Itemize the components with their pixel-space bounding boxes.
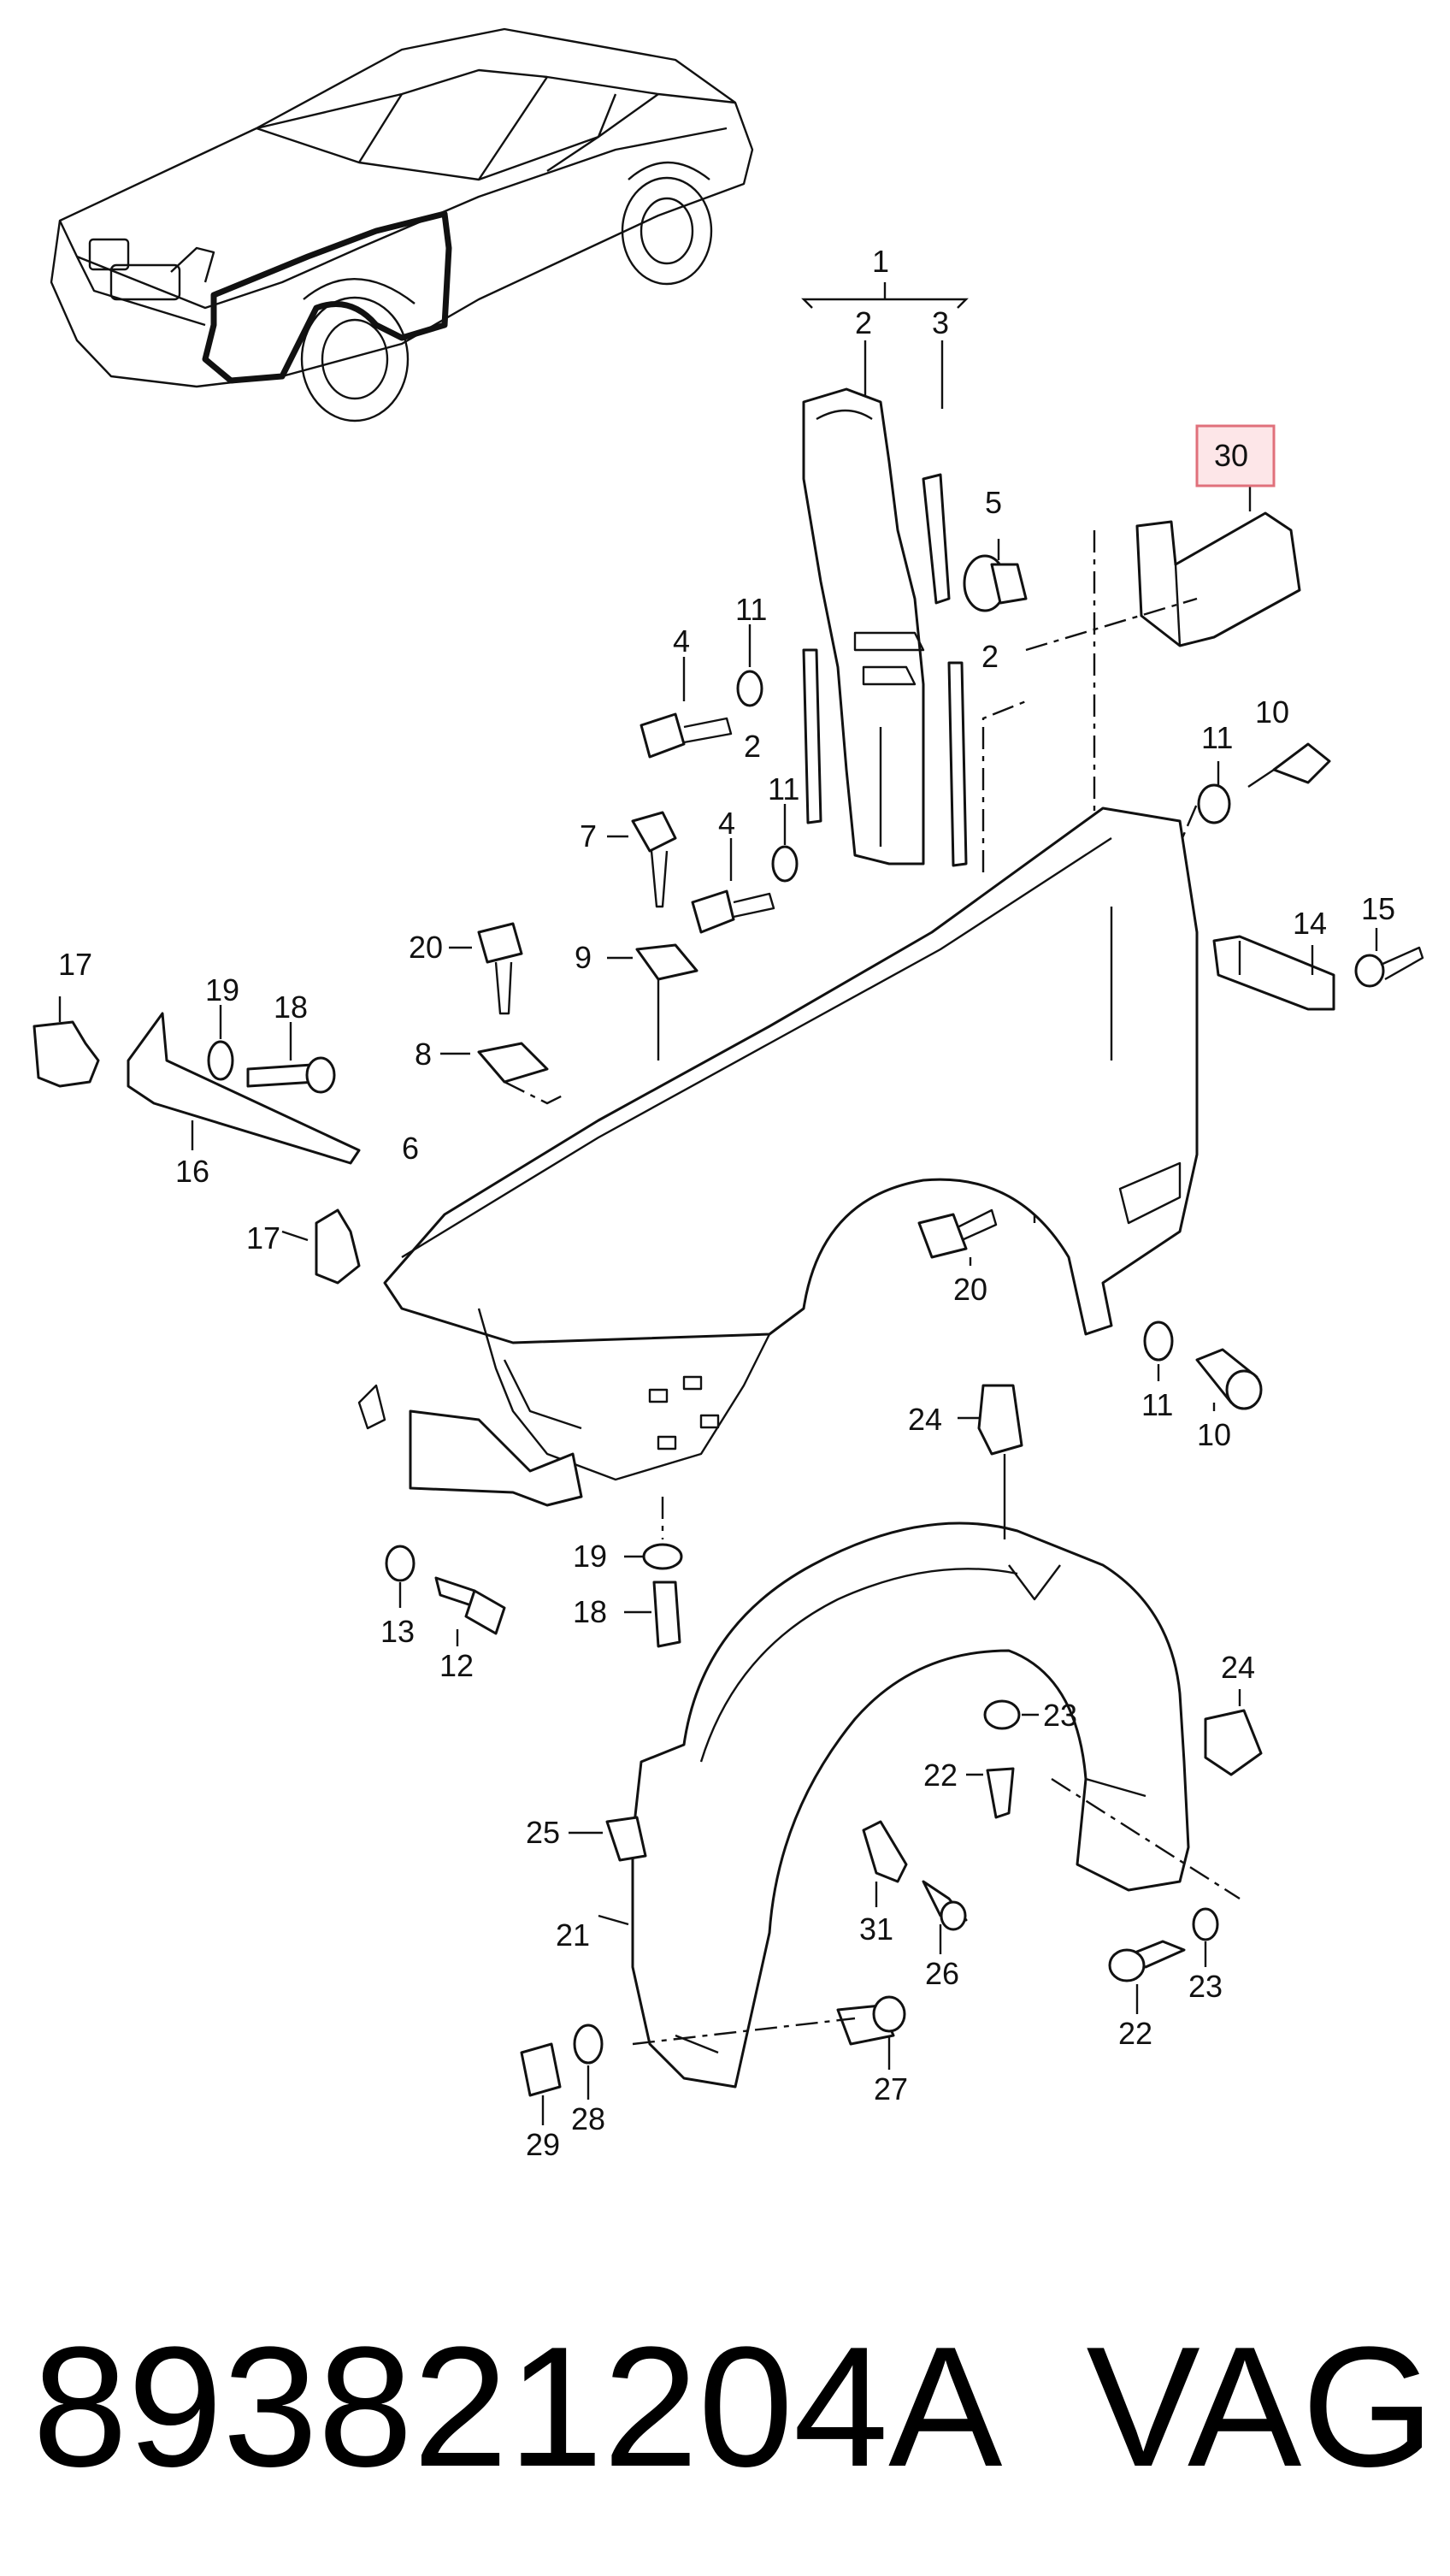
bottom-left-hardware <box>385 1497 683 1648</box>
callout-30: 30 <box>1214 438 1248 473</box>
callout: 18 <box>573 1594 607 1629</box>
callout: 13 <box>380 1614 415 1649</box>
callout-30-highlight-box <box>1195 424 1276 487</box>
fender-top-hardware <box>440 811 698 1105</box>
callout: 3 <box>932 305 949 340</box>
callout: 22 <box>1118 2016 1152 2051</box>
callout: 24 <box>1221 1650 1255 1685</box>
callout: 18 <box>274 990 308 1025</box>
callout: 21 <box>556 1917 590 1953</box>
callout: 11 <box>768 771 799 806</box>
callout: 10 <box>1255 694 1289 730</box>
part-5-grommet <box>963 539 1028 612</box>
callout: 17 <box>58 947 92 982</box>
arch-liner-hardware <box>520 1384 1263 2125</box>
callout: 11 <box>735 592 767 627</box>
callout: 5 <box>985 485 1002 520</box>
left-hardware <box>32 996 361 1285</box>
callout: 2 <box>855 305 872 340</box>
part-number: 893821204A <box>32 2312 1003 2502</box>
callout: 8 <box>415 1037 432 1072</box>
callout: 20 <box>409 930 443 965</box>
callout: 19 <box>205 972 239 1007</box>
part-30-bracket <box>1135 486 1301 647</box>
fender-highlight-outline <box>202 210 452 384</box>
callout: 6 <box>402 1131 419 1166</box>
callout: 29 <box>526 2127 560 2162</box>
callout: 22 <box>923 1758 958 1793</box>
part-14-bracket <box>1212 928 1424 1011</box>
callout: 14 <box>1293 906 1327 941</box>
callout: 11 <box>1141 1387 1173 1422</box>
callout-labels: 1 2 3 5 11 4 2 10 11 2 11 4 7 9 20 14 15… <box>58 244 1395 2162</box>
callout: 23 <box>1043 1698 1077 1733</box>
callout: 16 <box>175 1154 209 1189</box>
upper-hardware <box>640 624 1331 934</box>
lower-fender-hardware <box>917 1208 1263 1411</box>
callout: 28 <box>571 2101 605 2136</box>
callout: 11 <box>1201 720 1233 755</box>
callout: 26 <box>925 1956 959 1991</box>
callout: 2 <box>981 639 999 674</box>
pillar-assembly <box>801 282 969 867</box>
callout: 7 <box>580 818 597 854</box>
callout: 27 <box>874 2071 908 2106</box>
callout: 25 <box>526 1815 560 1850</box>
part-6-fender <box>357 806 1199 1507</box>
callout: 17 <box>246 1220 280 1256</box>
brand-name: VAG <box>1086 2312 1435 2502</box>
callout: 15 <box>1361 891 1395 926</box>
callout-group: 1 <box>872 244 889 279</box>
part-21-wheel-arch-liner <box>598 1521 1190 2089</box>
callout: 24 <box>908 1402 942 1437</box>
callout: 4 <box>673 623 690 659</box>
callout: 10 <box>1197 1417 1231 1452</box>
callout: 12 <box>439 1648 474 1683</box>
callout: 4 <box>718 806 735 841</box>
car-thumbnail <box>50 27 754 422</box>
callout: 9 <box>575 940 592 975</box>
callout: 2 <box>744 729 761 764</box>
callout: 31 <box>859 1911 893 1947</box>
part-footer: 893821204A VAG <box>32 2305 1435 2510</box>
callout: 23 <box>1188 1969 1223 2004</box>
callout: 20 <box>953 1272 987 1307</box>
callout: 19 <box>573 1539 607 1574</box>
